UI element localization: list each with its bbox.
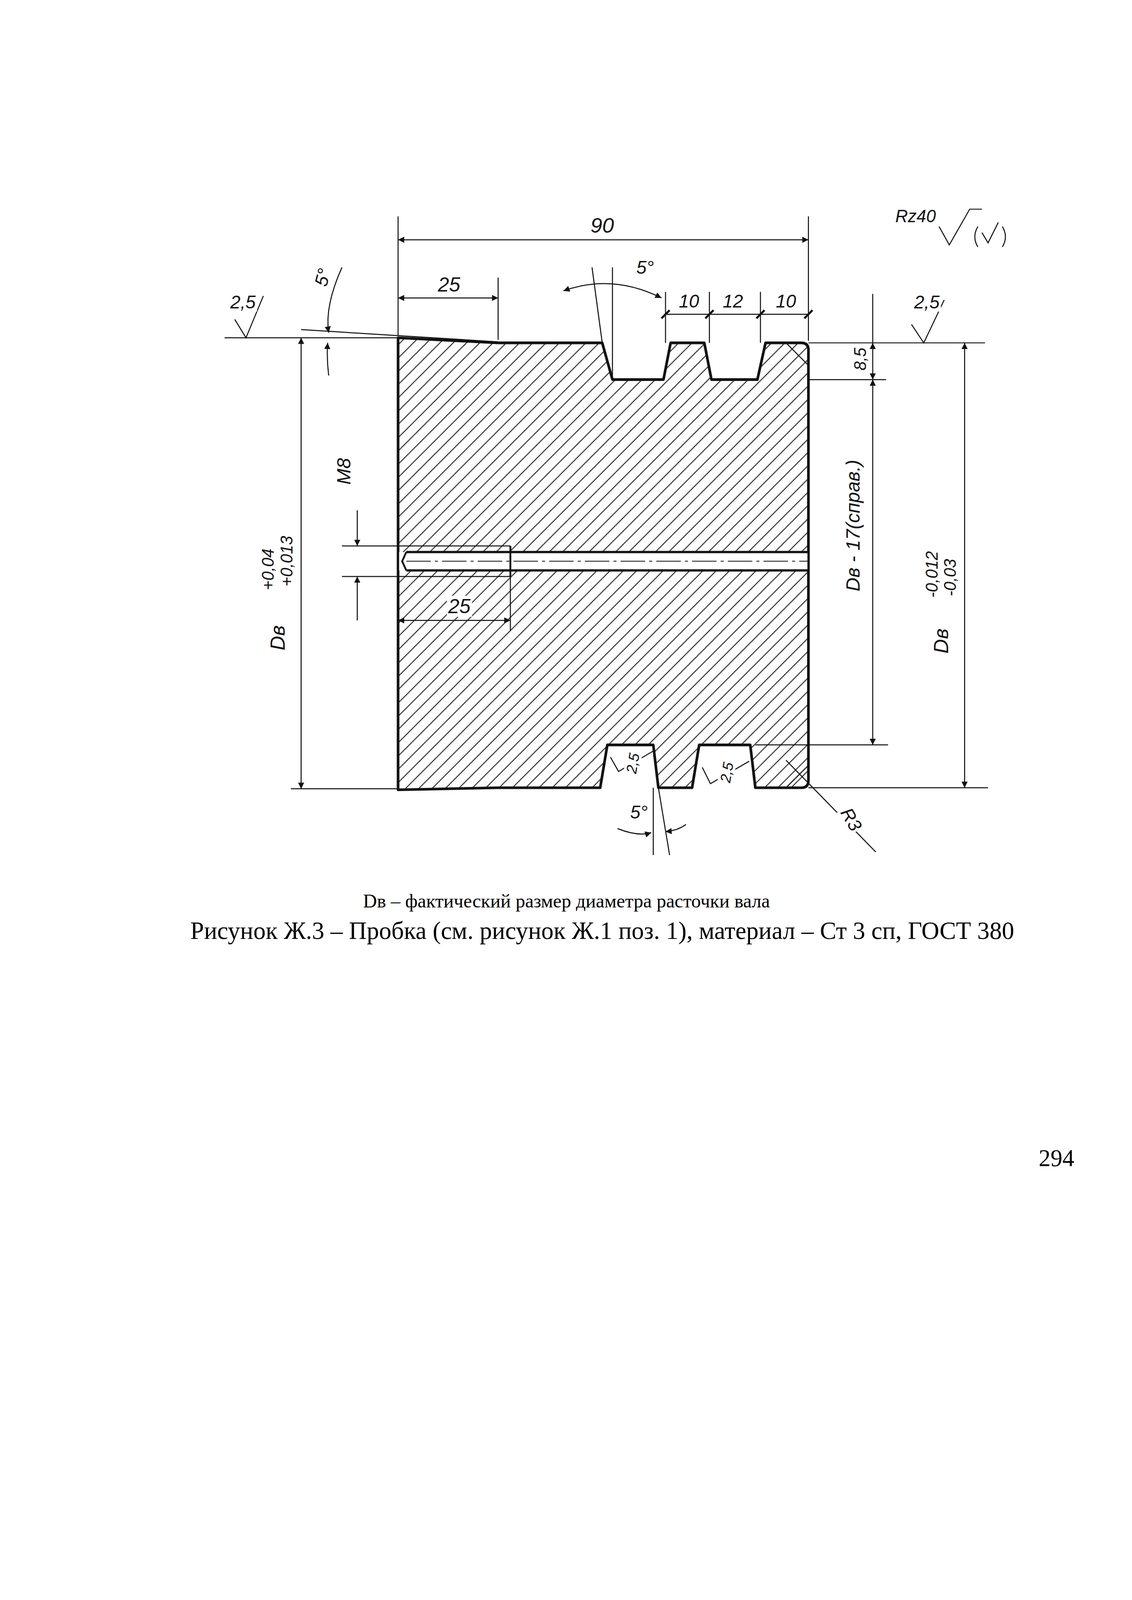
figure-caption: Рисунок Ж.3 – Пробка (см. рисунок Ж.1 по… bbox=[188, 918, 1016, 944]
angle-value: 5° bbox=[310, 265, 335, 291]
thread-size: M8 bbox=[333, 456, 355, 486]
note-text: Dв – фактический размер диаметра расточк… bbox=[361, 891, 772, 912]
dimension-lines bbox=[224, 209, 1006, 856]
roughness-value: 2,5 bbox=[912, 292, 942, 312]
dimension-value: 8,5 bbox=[851, 346, 870, 372]
dimension-value: Dв - 17(справ.) bbox=[843, 458, 864, 593]
tolerance-value: +0,04 bbox=[259, 547, 277, 592]
diameter-symbol: Dв bbox=[930, 626, 952, 655]
dimension-value: 25 bbox=[436, 274, 462, 296]
angle-value: 5° bbox=[635, 257, 656, 277]
roughness-value: Rz40 bbox=[893, 207, 938, 226]
dimension-value: 10 bbox=[677, 291, 701, 311]
radius-value: R3 bbox=[836, 803, 866, 836]
roughness-value: 2,5 bbox=[717, 759, 737, 786]
diameter-symbol: Dв bbox=[267, 624, 289, 653]
tolerance-value: -0,03 bbox=[941, 557, 960, 598]
roughness-value: 2,5 bbox=[229, 292, 258, 312]
angle-value: 5° bbox=[628, 802, 649, 822]
dimension-value: 12 bbox=[721, 291, 745, 311]
page-number: 294 bbox=[1037, 1146, 1076, 1171]
part-section bbox=[397, 337, 809, 790]
tolerance-value: -0,012 bbox=[923, 549, 941, 600]
dimension-value: 25 bbox=[446, 595, 472, 617]
dimension-value: 90 bbox=[589, 214, 616, 237]
roughness-value: 2,5 bbox=[623, 750, 643, 777]
tolerance-value: +0,013 bbox=[278, 534, 296, 589]
dimension-value: 10 bbox=[774, 291, 798, 311]
